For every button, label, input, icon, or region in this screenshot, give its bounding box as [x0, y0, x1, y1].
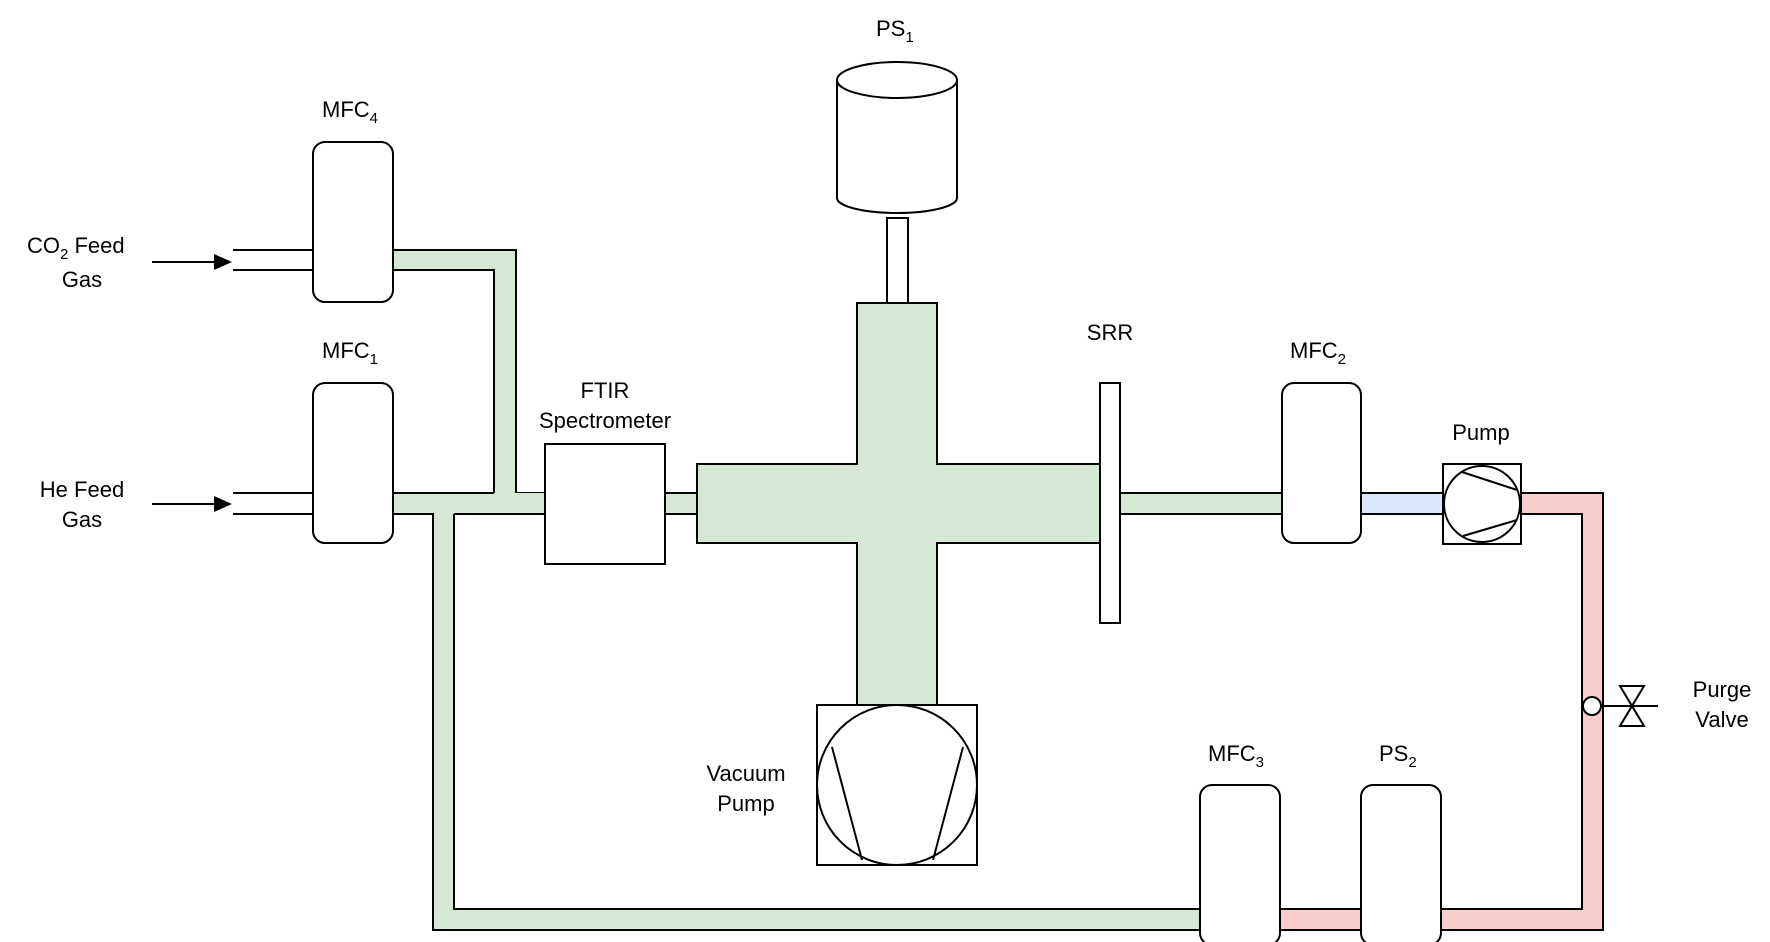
label-pump: Pump — [1452, 420, 1509, 445]
label-ps2: PS2 — [1379, 741, 1417, 771]
label-he-feed-line2: Gas — [62, 507, 102, 532]
label-ps1: PS1 — [876, 16, 914, 46]
arrow-co2-feed — [152, 254, 232, 270]
label-purge-valve-line2: Valve — [1695, 707, 1748, 732]
pipe-srr-to-mfc2 — [1120, 493, 1282, 514]
label-mfc3: MFC3 — [1208, 741, 1264, 771]
ftir-box — [544, 443, 666, 565]
label-ftir-line2: Spectrometer — [539, 408, 671, 433]
vacuum-pump-icon — [816, 704, 978, 866]
label-purge-valve-line1: Purge — [1693, 677, 1752, 702]
pipe-he-feed — [233, 492, 313, 515]
srr-plate — [1099, 382, 1121, 624]
label-mfc4: MFC4 — [322, 97, 378, 127]
pipe-mfc2-to-pump — [1361, 493, 1443, 514]
pump-icon — [1442, 463, 1522, 545]
pipe-ftir-to-cross — [665, 493, 697, 514]
pipe-mfc1-to-ftir — [393, 493, 1200, 930]
pipe-mfc4-to-ftir — [393, 250, 547, 514]
mfc3-box — [1199, 784, 1281, 942]
label-vacuum-pump-line2: Pump — [717, 791, 774, 816]
ps2-box — [1360, 784, 1442, 942]
mfc2-box — [1281, 382, 1362, 544]
label-srr: SRR — [1087, 320, 1133, 345]
pipe-ps1-stem — [886, 217, 909, 304]
label-he-feed-line1: He Feed — [40, 477, 124, 502]
label-ftir-line1: FTIR — [581, 378, 630, 403]
ps1-cylinder — [836, 61, 958, 214]
mfc4-box — [312, 141, 394, 303]
mfc1-box — [312, 382, 394, 544]
label-co2-feed-line2: Gas — [62, 267, 102, 292]
label-vacuum-pump-line1: Vacuum — [706, 761, 785, 786]
label-mfc2: MFC2 — [1290, 338, 1346, 368]
arrow-he-feed — [152, 496, 232, 512]
purge-valve-icon — [1582, 685, 1658, 727]
label-co2-feed: CO2 Feed — [27, 233, 125, 263]
pipe-co2-feed — [233, 249, 313, 271]
reaction-cross — [696, 302, 1101, 706]
label-mfc1: MFC1 — [322, 338, 378, 368]
